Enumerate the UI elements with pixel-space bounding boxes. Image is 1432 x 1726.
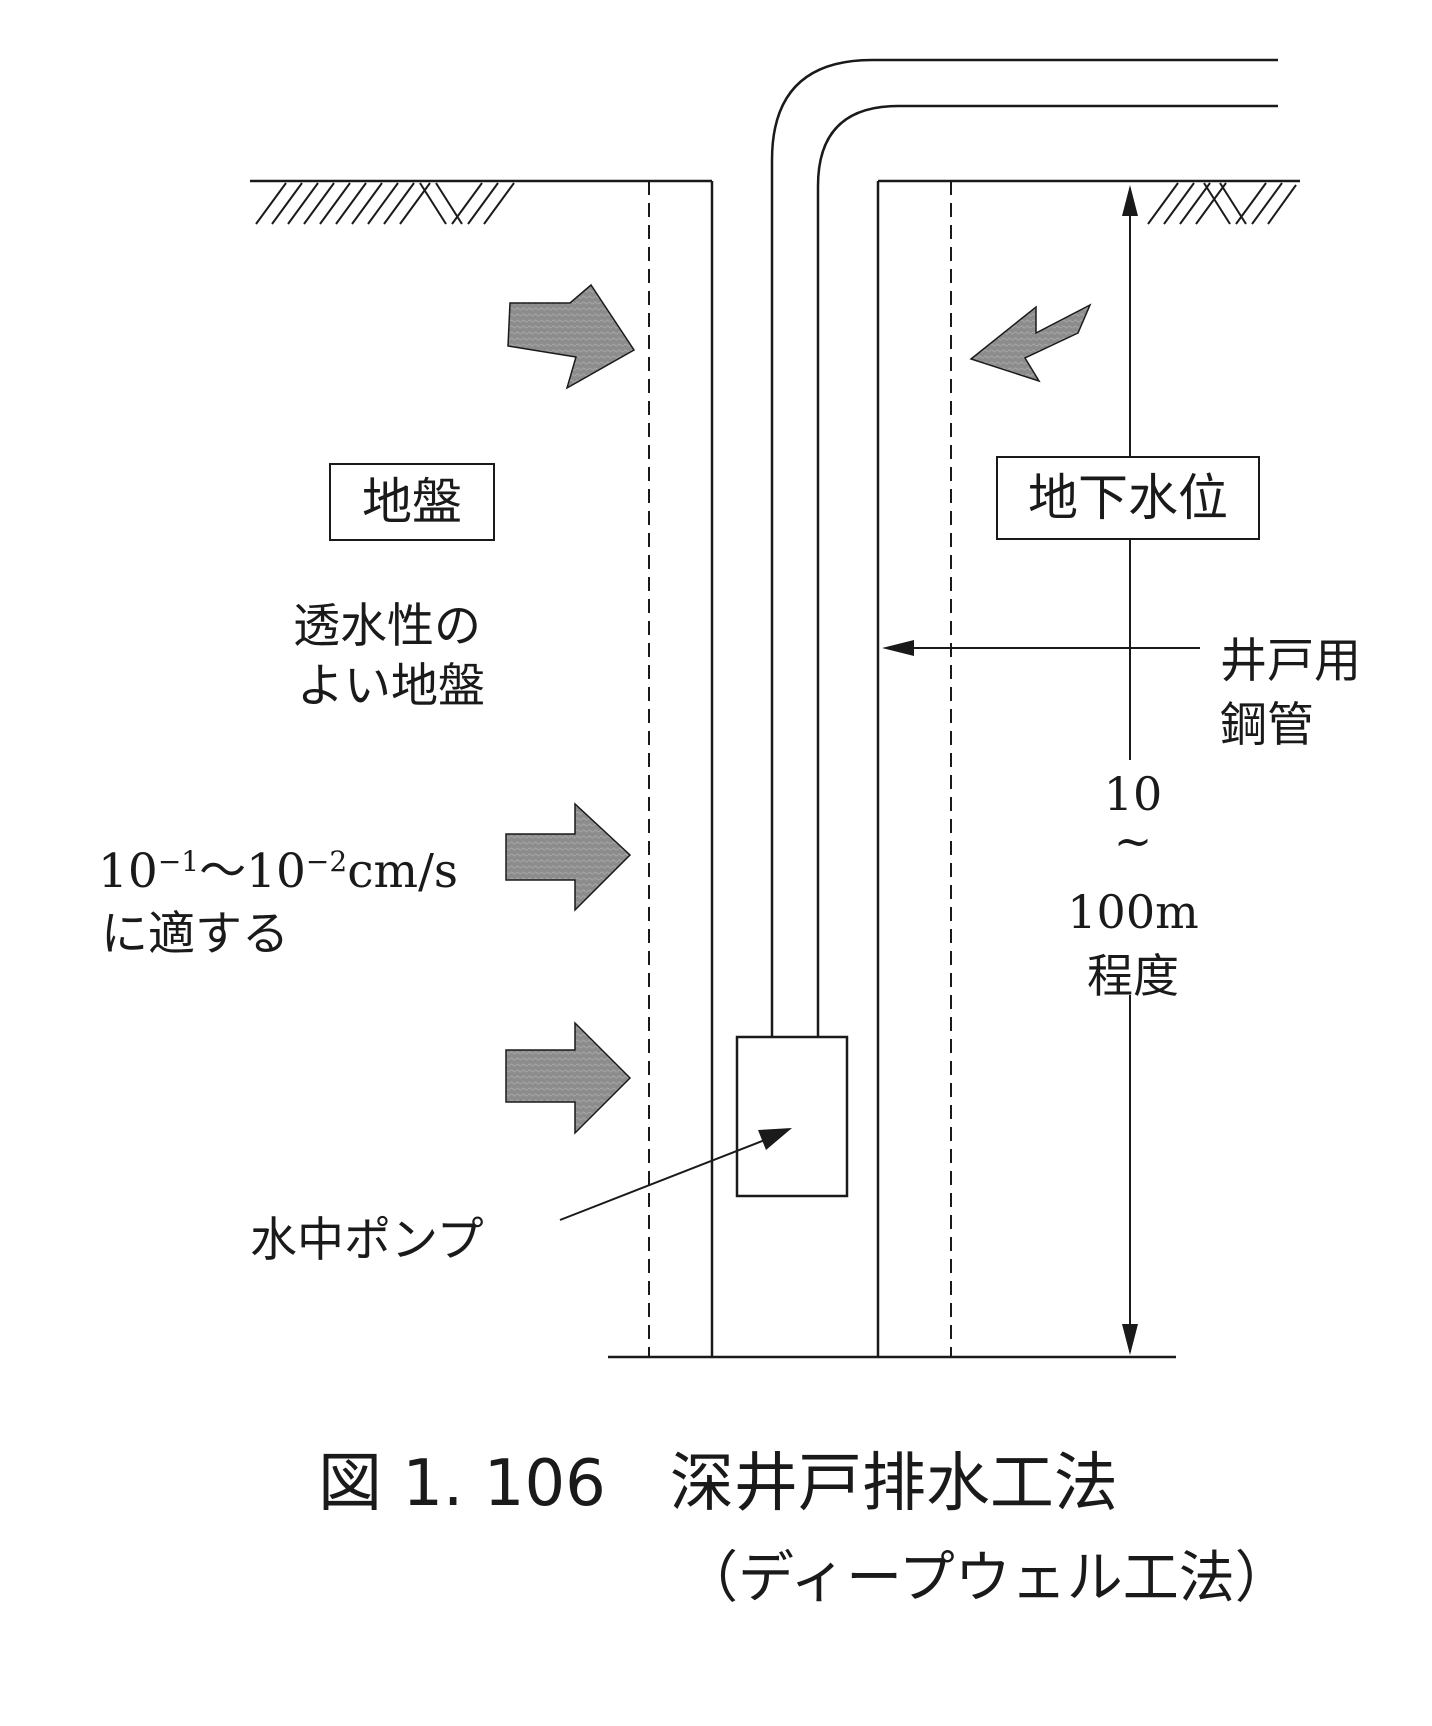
ground-hatching-right <box>1147 182 1297 225</box>
pump-leader-line <box>559 1137 771 1221</box>
permeability-range-text: 10−1〜10−2cm/s <box>98 832 458 901</box>
well-steel-pipe-label-line1: 井戸用 <box>1220 634 1361 689</box>
depth-approx-label: 程度 <box>1087 949 1179 1003</box>
discharge-pipe-inner <box>816 104 1278 1037</box>
suitable-text: に適する <box>101 907 289 962</box>
groundwater-level-label: 地下水位 <box>996 456 1260 540</box>
permeability-exponent-2: −2 <box>305 845 348 878</box>
inflow-arrow-upper-left <box>507 283 636 390</box>
permeable-ground-text-line2: よい地盤 <box>297 659 485 714</box>
depth-tilde-label: ~ <box>1113 814 1153 868</box>
depth-arrow-top <box>1122 185 1138 216</box>
pump-leader-arrowhead <box>758 1128 792 1150</box>
figure-caption-title: 図 1. 106 深井戸排水工法 <box>318 1447 1118 1521</box>
inflow-arrow-lower-left <box>505 1021 632 1135</box>
inflow-arrow-middle-left <box>505 802 632 912</box>
permeable-ground-text-line1: 透水性の <box>293 599 481 654</box>
permeability-base-2: 10 <box>246 844 306 899</box>
discharge-pipe-outer <box>770 58 1278 1037</box>
depth-max-label: 100m <box>1067 885 1199 939</box>
depth-min-label: 10 <box>1103 767 1163 821</box>
figure-caption-subtitle: （ディープウェル工法） <box>682 1546 1291 1611</box>
submersible-pump <box>735 1035 849 1198</box>
ground-hatching-left <box>255 182 515 225</box>
inflow-arrow-upper-right <box>969 303 1092 383</box>
permeability-base-1: 10 <box>98 844 158 899</box>
well-steel-pipe-label-line2: 鋼管 <box>1220 698 1314 753</box>
permeability-separator: 〜 <box>199 844 247 899</box>
permeability-unit: cm/s <box>347 844 459 899</box>
ground-label: 地盤 <box>329 463 495 541</box>
well-pipe-leader-arrowhead <box>882 640 914 656</box>
depth-arrow-bottom <box>1122 1324 1138 1355</box>
submersible-pump-label: 水中ポンプ <box>250 1213 484 1268</box>
permeability-exponent-1: −1 <box>157 845 200 878</box>
